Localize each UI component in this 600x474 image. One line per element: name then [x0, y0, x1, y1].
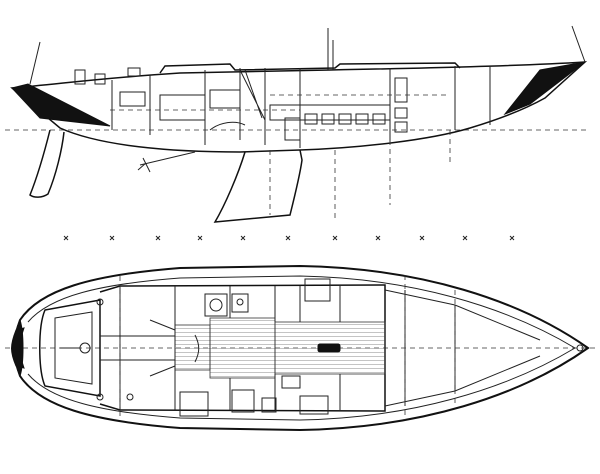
- backstay: [29, 41, 41, 85]
- transom-band: [11, 327, 25, 369]
- hull-inner: [27, 275, 576, 421]
- profile-bulkheads: [111, 66, 491, 148]
- profile-view: [5, 25, 590, 223]
- deck-outline: [14, 264, 590, 432]
- forestay: [571, 25, 586, 63]
- stern-fill: [11, 83, 111, 127]
- deckhouse: [159, 62, 461, 74]
- prop-shaft: [139, 151, 196, 166]
- keel: [213, 149, 303, 223]
- bow-fitting: [576, 344, 584, 352]
- plan-view: [5, 264, 595, 432]
- profile-furniture: [74, 67, 450, 141]
- cockpit-well: [54, 311, 93, 385]
- plan-stations: [119, 275, 456, 420]
- cockpit: [39, 299, 101, 397]
- rudder: [29, 129, 65, 198]
- bow-fill: [503, 61, 586, 116]
- station-marks: [63, 235, 515, 241]
- profile-hull: [10, 61, 588, 153]
- profile-stations: [269, 130, 451, 220]
- companionway: [174, 324, 211, 371]
- mast-step: [317, 343, 341, 353]
- propeller: [137, 157, 151, 173]
